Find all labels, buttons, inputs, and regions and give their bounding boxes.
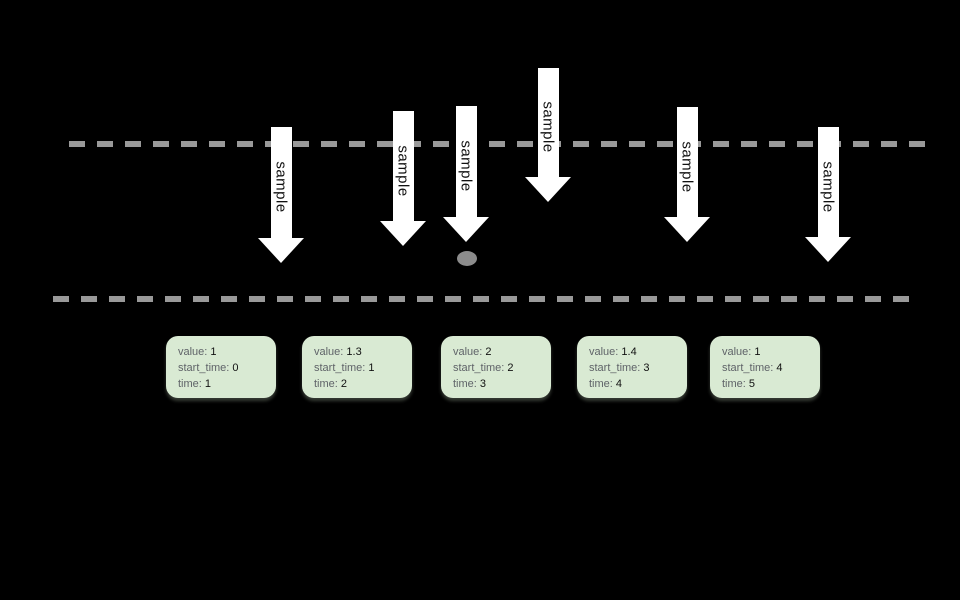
- arrow-shaft: [676, 107, 698, 217]
- record-row-value: value: 2: [453, 344, 539, 360]
- sample-record-card: value: 1.3 start_time: 1 time: 2: [302, 336, 412, 398]
- arrow-head: [805, 237, 851, 262]
- value-label: value:: [722, 346, 752, 358]
- sample-down-arrow-icon: sample: [380, 111, 426, 246]
- record-row-value: value: 1.4: [589, 344, 675, 360]
- arrow-shaft: [817, 127, 839, 237]
- time-number: 4: [615, 378, 623, 390]
- value-number: 1: [754, 346, 761, 358]
- sample-down-arrow-icon: sample: [805, 127, 851, 262]
- sample-down-arrow-icon: sample: [525, 68, 571, 202]
- start-time-label: start_time:: [722, 362, 774, 374]
- time-label: time:: [178, 378, 202, 390]
- time-label: time:: [589, 378, 613, 390]
- arrow-head: [258, 238, 304, 263]
- record-row-start-time: start_time: 1: [314, 360, 400, 376]
- record-row-time: time: 3: [453, 376, 539, 392]
- sample-record-card: value: 2 start_time: 2 time: 3: [441, 336, 551, 398]
- value-number: 1.3: [346, 346, 362, 358]
- record-row-time: time: 5: [722, 376, 808, 392]
- record-row-start-time: start_time: 3: [589, 360, 675, 376]
- value-label: value:: [314, 346, 344, 358]
- record-row-time: time: 2: [314, 376, 400, 392]
- sample-arrow-label: sample: [539, 101, 557, 153]
- value-label: value:: [589, 346, 619, 358]
- record-row-time: time: 1: [178, 376, 264, 392]
- upper-dashed-line: [69, 141, 927, 147]
- value-label: value:: [178, 346, 208, 358]
- time-number: 3: [479, 378, 487, 390]
- start-time-number: 4: [776, 362, 783, 374]
- time-label: time:: [314, 378, 338, 390]
- time-label: time:: [722, 378, 746, 390]
- arrow-head: [380, 221, 426, 246]
- start-time-label: start_time:: [314, 362, 366, 374]
- arrow-head: [443, 217, 489, 242]
- value-label: value:: [453, 346, 483, 358]
- arrow-shaft: [270, 127, 292, 238]
- sample-record-card: value: 1.4 start_time: 3 time: 4: [577, 336, 687, 398]
- start-time-label: start_time:: [178, 362, 230, 374]
- time-number: 1: [204, 378, 212, 390]
- start-time-number: 2: [507, 362, 514, 374]
- sample-arrow-label: sample: [457, 140, 475, 192]
- record-row-value: value: 1: [722, 344, 808, 360]
- sample-record-card: value: 1 start_time: 4 time: 5: [710, 336, 820, 398]
- arrow-shaft: [455, 106, 477, 217]
- sample-down-arrow-icon: sample: [664, 107, 710, 242]
- record-row-value: value: 1.3: [314, 344, 400, 360]
- value-number: 1: [210, 346, 217, 358]
- start-time-number: 3: [643, 362, 650, 374]
- time-number: 5: [748, 378, 756, 390]
- record-row-start-time: start_time: 4: [722, 360, 808, 376]
- record-row-time: time: 4: [589, 376, 675, 392]
- sample-arrow-label: sample: [819, 160, 837, 213]
- start-time-label: start_time:: [589, 362, 641, 374]
- sample-arrow-label: sample: [272, 161, 290, 213]
- value-number: 1.4: [621, 346, 637, 358]
- record-row-start-time: start_time: 2: [453, 360, 539, 376]
- sample-record-card: value: 1 start_time: 0 time: 1: [166, 336, 276, 398]
- lower-dashed-line: [53, 296, 910, 302]
- arrow-shaft: [392, 111, 414, 221]
- start-time-number: 0: [232, 362, 239, 374]
- sample-down-arrow-icon: sample: [443, 106, 489, 242]
- arrow-shaft: [537, 68, 559, 177]
- arrow-head: [664, 217, 710, 242]
- record-row-start-time: start_time: 0: [178, 360, 264, 376]
- sample-arrow-label: sample: [394, 144, 412, 197]
- time-number: 2: [340, 378, 348, 390]
- time-label: time:: [453, 378, 477, 390]
- sample-point-dot: [457, 251, 477, 266]
- arrow-head: [525, 177, 571, 202]
- sample-down-arrow-icon: sample: [258, 127, 304, 263]
- record-row-value: value: 1: [178, 344, 264, 360]
- sample-arrow-label: sample: [678, 140, 696, 193]
- start-time-number: 1: [368, 362, 375, 374]
- value-number: 2: [485, 346, 492, 358]
- start-time-label: start_time:: [453, 362, 505, 374]
